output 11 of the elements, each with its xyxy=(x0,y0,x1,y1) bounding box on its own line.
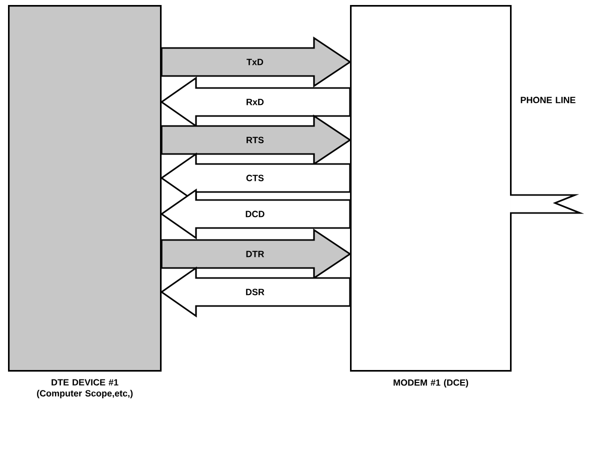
phone-line-label: PHONE LINE xyxy=(520,96,576,104)
block-arrow xyxy=(160,228,352,280)
block-arrow xyxy=(160,188,351,240)
block-arrow xyxy=(160,76,351,128)
block-arrow xyxy=(160,266,351,318)
node-label: DTE DEVICE #1 (Computer Scope,etc,) xyxy=(37,379,133,398)
block-arrow xyxy=(160,36,352,88)
block-arrow xyxy=(160,114,352,166)
device-box: DTE DEVICE #1 (Computer Scope,etc,) xyxy=(8,5,162,398)
modem-box: MODEM #1 (DCE) xyxy=(350,5,512,388)
node-label: MODEM #1 (DCE) xyxy=(394,379,468,388)
